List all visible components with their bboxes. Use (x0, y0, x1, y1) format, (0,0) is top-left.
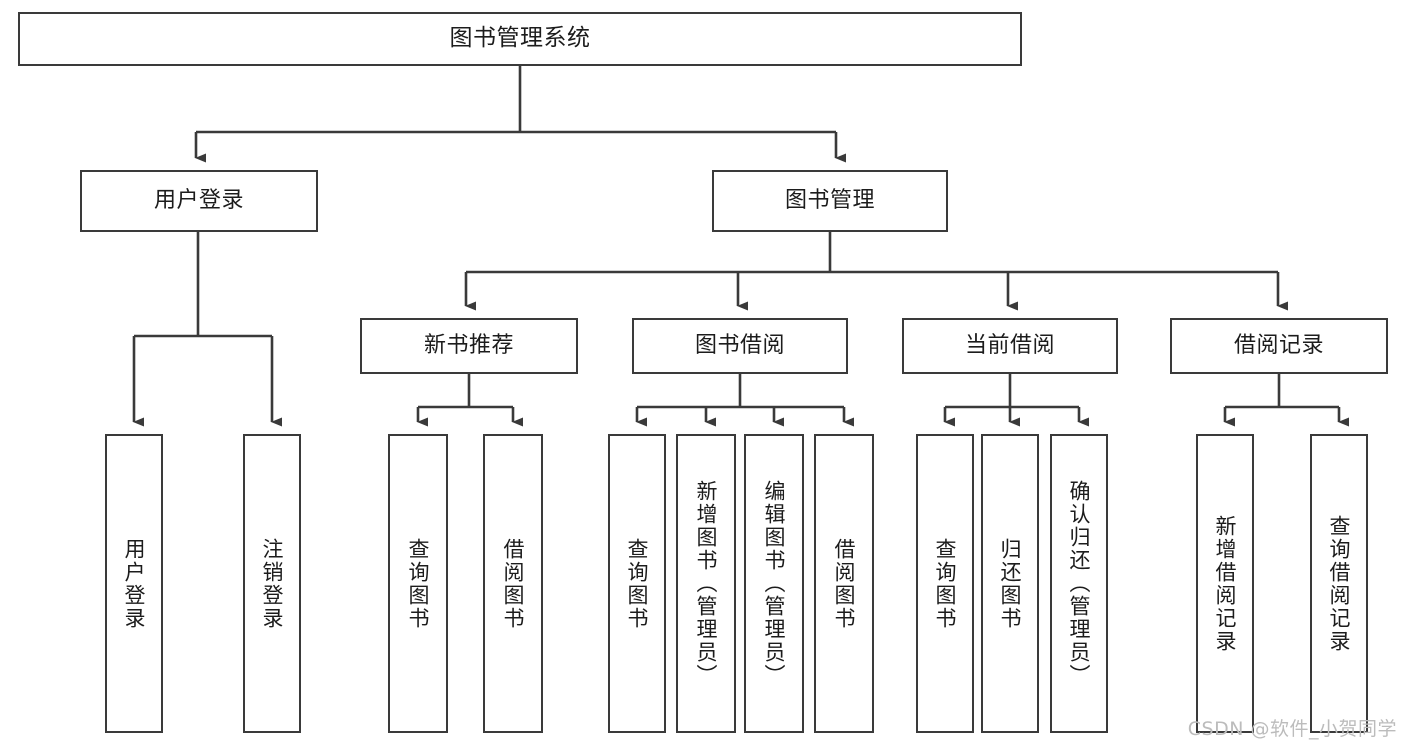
node-book-manage-label: 图书管理 (784, 188, 875, 214)
node-current-borrow[interactable]: 当前借阅 (902, 318, 1118, 374)
node-borrow-record[interactable]: 借阅记录 (1170, 318, 1388, 374)
node-leaf-return-book-label: 归还图书 (998, 537, 1023, 630)
node-borrow-record-label: 借阅记录 (1233, 333, 1324, 359)
node-user-login-label: 用户登录 (153, 188, 244, 214)
node-leaf-add-record[interactable]: 新增借阅记录 (1196, 434, 1254, 733)
node-leaf-borrow-book-2[interactable]: 借阅图书 (814, 434, 874, 733)
node-new-book-recommend[interactable]: 新书推荐 (360, 318, 578, 374)
node-user-login[interactable]: 用户登录 (80, 170, 318, 232)
node-leaf-logout-login-label: 注销登录 (260, 537, 285, 630)
node-leaf-user-login-label: 用户登录 (122, 537, 147, 630)
node-book-borrow-label: 图书借阅 (694, 333, 785, 359)
node-leaf-query-book-2-label: 查询图书 (625, 537, 650, 630)
node-root-label: 图书管理系统 (449, 25, 591, 52)
node-leaf-query-book-3-label: 查询图书 (933, 537, 958, 630)
node-leaf-confirm-return-label: 确认归还（管理员） (1067, 480, 1092, 687)
node-book-manage[interactable]: 图书管理 (712, 170, 948, 232)
node-leaf-edit-book-label: 编辑图书（管理员） (762, 480, 787, 687)
watermark: CSDN @软件_小贺同学 (1187, 718, 1397, 740)
node-leaf-add-record-label: 新增借阅记录 (1213, 514, 1238, 653)
node-leaf-edit-book[interactable]: 编辑图书（管理员） (744, 434, 804, 733)
node-leaf-borrow-book-1-label: 借阅图书 (501, 537, 526, 630)
node-leaf-query-record-label: 查询借阅记录 (1327, 514, 1352, 653)
node-root[interactable]: 图书管理系统 (18, 12, 1022, 66)
node-leaf-query-book-2[interactable]: 查询图书 (608, 434, 666, 733)
node-current-borrow-label: 当前借阅 (964, 333, 1055, 359)
node-leaf-return-book[interactable]: 归还图书 (981, 434, 1039, 733)
node-book-borrow[interactable]: 图书借阅 (632, 318, 848, 374)
node-new-book-recommend-label: 新书推荐 (423, 333, 514, 359)
node-leaf-query-book-1[interactable]: 查询图书 (388, 434, 448, 733)
node-leaf-add-book-label: 新增图书（管理员） (694, 480, 719, 687)
node-leaf-add-book[interactable]: 新增图书（管理员） (676, 434, 736, 733)
node-leaf-query-book-3[interactable]: 查询图书 (916, 434, 974, 733)
node-leaf-query-record[interactable]: 查询借阅记录 (1310, 434, 1368, 733)
node-leaf-borrow-book-1[interactable]: 借阅图书 (483, 434, 543, 733)
node-leaf-borrow-book-2-label: 借阅图书 (832, 537, 857, 630)
node-leaf-logout-login[interactable]: 注销登录 (243, 434, 301, 733)
node-leaf-user-login[interactable]: 用户登录 (105, 434, 163, 733)
node-leaf-confirm-return[interactable]: 确认归还（管理员） (1050, 434, 1108, 733)
node-leaf-query-book-1-label: 查询图书 (406, 537, 431, 630)
